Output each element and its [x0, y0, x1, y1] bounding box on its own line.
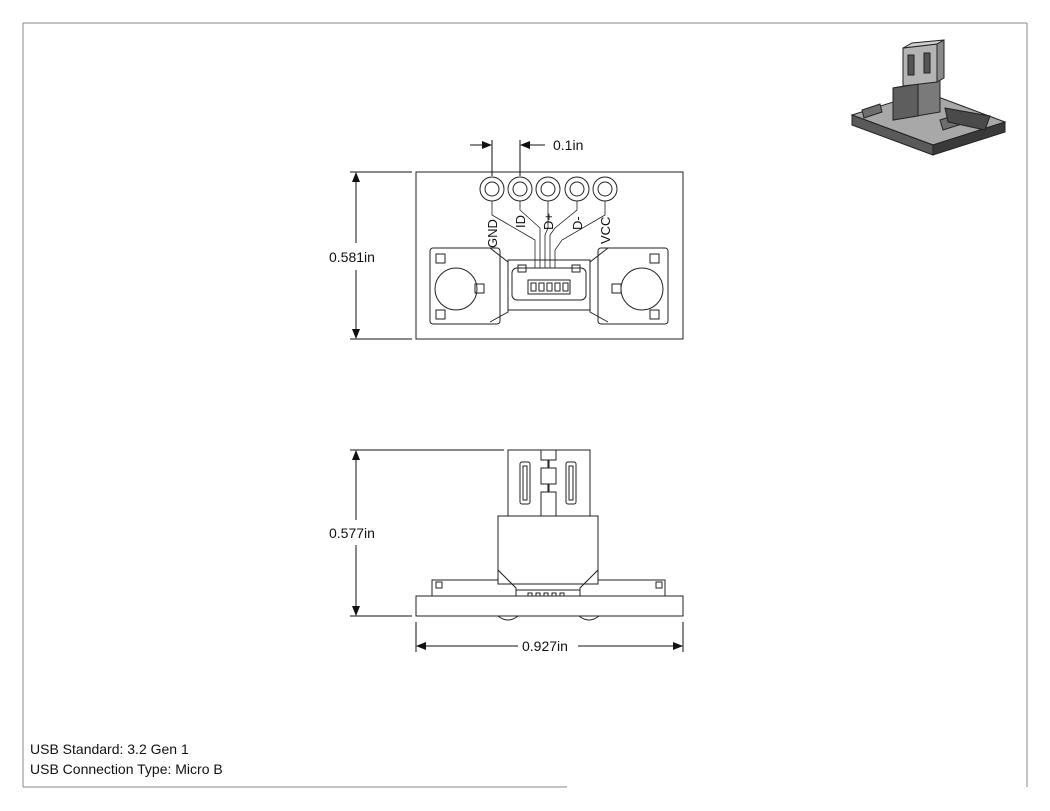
pin-label-id: ID: [513, 215, 528, 228]
connector-pins: [530, 282, 569, 292]
width-dimension: [415, 622, 684, 652]
pin-label-dminus: D-: [570, 216, 585, 230]
top-view: [415, 171, 684, 340]
side-height-dimension: [350, 449, 504, 617]
usb-connection-type-note: USB Connection Type: Micro B: [30, 761, 223, 777]
pin-header: [479, 176, 618, 202]
drawing-border: [22, 22, 1028, 788]
pitch-dimension: [470, 140, 545, 176]
usb-standard-note: USB Standard: 3.2 Gen 1: [30, 741, 189, 757]
side-board: [415, 595, 684, 617]
pitch-label: 0.1in: [553, 137, 583, 153]
width-label: 0.927in: [522, 638, 568, 654]
pin-label-gnd: GND: [485, 219, 500, 248]
isometric-view: [850, 39, 1007, 156]
pin-label-dplus: D+: [541, 213, 556, 230]
drawing-notes: USB Standard: 3.2 Gen 1 USB Connection T…: [30, 739, 223, 779]
top-height-label: 0.581in: [329, 249, 375, 265]
side-height-label: 0.577in: [329, 525, 375, 541]
pin-labels: GND ID D+ D- VCC: [485, 213, 613, 248]
top-height-dimension: [350, 171, 412, 340]
board-outline: [415, 171, 684, 340]
pin-label-vcc: VCC: [598, 217, 613, 244]
side-view: [415, 449, 684, 621]
traces: [491, 201, 606, 268]
